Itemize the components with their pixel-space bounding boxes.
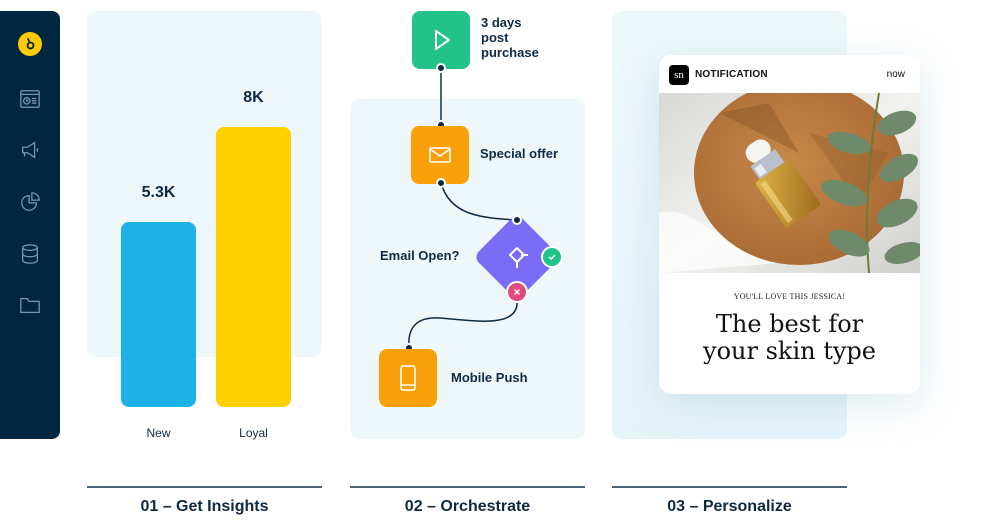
notification-time: now bbox=[886, 69, 905, 80]
email-node[interactable] bbox=[411, 126, 469, 184]
mobile-icon bbox=[400, 365, 416, 391]
step-label: 01 – Get Insights bbox=[140, 498, 269, 515]
step-label: 03 – Personalize bbox=[667, 498, 792, 515]
app-logo: sn bbox=[669, 65, 689, 85]
yes-badge[interactable] bbox=[541, 246, 563, 268]
app-name: NOTIFICATION bbox=[695, 69, 768, 80]
trigger-label: 3 days post purchase bbox=[481, 15, 539, 60]
decision-label: Email Open? bbox=[380, 248, 460, 263]
email-label: Special offer bbox=[480, 146, 559, 161]
product-image bbox=[659, 93, 920, 273]
notification-title: The best for your skin type bbox=[703, 310, 876, 365]
trigger-node[interactable] bbox=[412, 11, 470, 69]
dashboard-icon[interactable] bbox=[18, 87, 42, 111]
folder-icon[interactable] bbox=[18, 293, 42, 317]
play-icon bbox=[435, 30, 450, 50]
pie-chart-icon[interactable] bbox=[18, 190, 42, 214]
connector-dot[interactable] bbox=[436, 63, 446, 73]
megaphone-icon[interactable] bbox=[18, 138, 42, 162]
mobile-push-label: Mobile Push bbox=[451, 370, 528, 385]
connector-dot[interactable] bbox=[512, 215, 522, 225]
step-orchestrate: 02 – Orchestrate bbox=[350, 486, 585, 516]
brand-logo-icon[interactable] bbox=[18, 32, 42, 56]
step-personalize: 03 – Personalize bbox=[612, 486, 847, 516]
no-badge[interactable] bbox=[506, 281, 528, 303]
check-icon bbox=[548, 254, 556, 260]
bar-category-label: Loyal bbox=[239, 426, 268, 440]
bar-loyal bbox=[216, 127, 291, 407]
database-icon[interactable] bbox=[18, 242, 42, 266]
notification-header: sn NOTIFICATION now bbox=[659, 55, 920, 93]
step-label: 02 – Orchestrate bbox=[404, 498, 531, 515]
notification-subtitle: YOU'LL LOVE THIS JESSICA! bbox=[733, 292, 846, 301]
mobile-push-node[interactable] bbox=[379, 349, 437, 407]
envelope-icon bbox=[429, 147, 451, 163]
step-get-insights: 01 – Get Insights bbox=[87, 486, 322, 516]
sidebar bbox=[0, 11, 60, 439]
bar-category-label: New bbox=[146, 426, 171, 440]
split-icon bbox=[509, 247, 528, 268]
close-icon bbox=[514, 289, 520, 295]
bar-value-label: 5.3K bbox=[141, 183, 176, 201]
bar-value-label: 8K bbox=[243, 89, 264, 106]
connector-dot[interactable] bbox=[436, 178, 446, 188]
bar-new bbox=[121, 221, 196, 407]
notification-card[interactable]: sn NOTIFICATION now bbox=[659, 55, 920, 394]
